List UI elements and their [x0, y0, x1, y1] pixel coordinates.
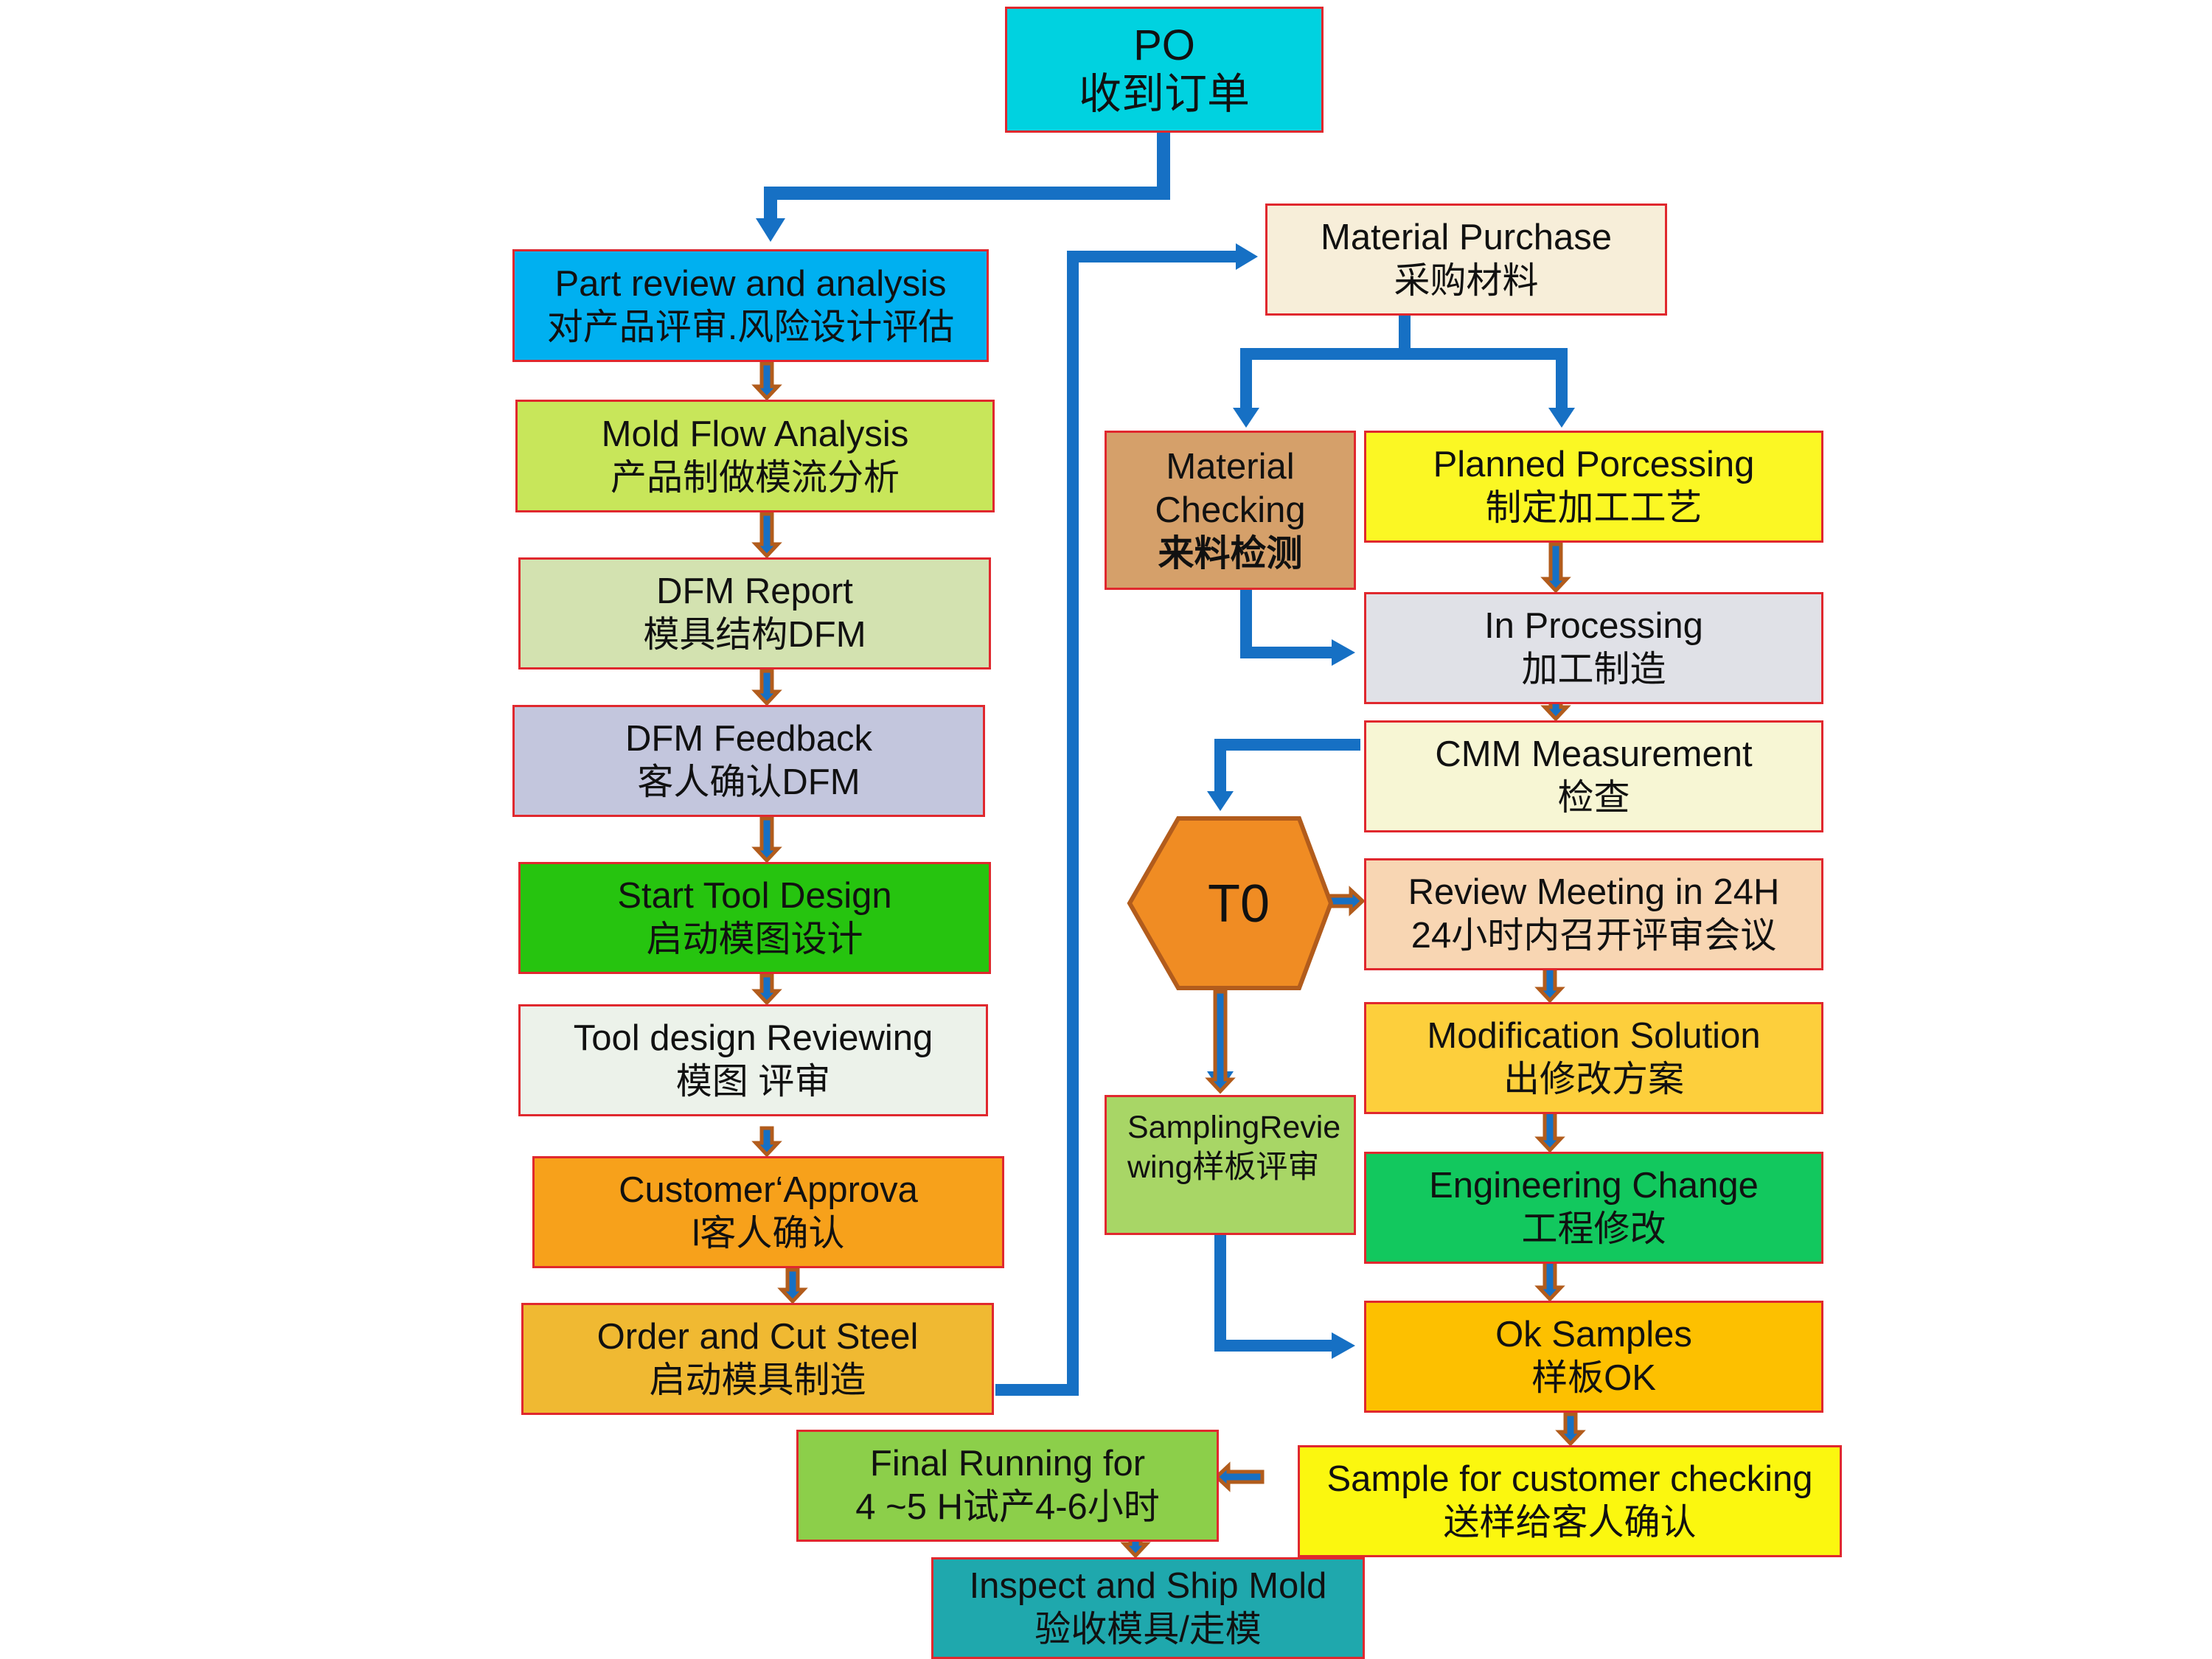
- t0-label: T0: [1207, 874, 1270, 933]
- arrow-sample-customer-to-final-running: [1214, 1461, 1265, 1492]
- node-ok-samples: Ok Samples 样板OK: [1364, 1301, 1823, 1413]
- node-start-tool-design: Start Tool Design 启动模图设计: [518, 862, 991, 974]
- node-dfm-report-label: DFM Report: [656, 571, 853, 611]
- node-planned-processing-sublabel: 制定加工工艺: [1485, 488, 1703, 528]
- node-start-tool-design-label: Start Tool Design: [617, 876, 892, 916]
- connector-steel-to-material-purchase: [995, 243, 1258, 1396]
- node-tool-design-review-label: Tool design Reviewing: [573, 1018, 933, 1058]
- node-final-running: Final Running for 4 ~5 H试产4-6小时: [796, 1430, 1219, 1542]
- node-ok-samples-sublabel: 样板OK: [1531, 1358, 1656, 1398]
- node-material-checking-label: Material: [1166, 446, 1295, 487]
- node-in-processing-sublabel: 加工制造: [1521, 650, 1666, 689]
- node-cmm-label: CMM Measurement: [1435, 734, 1753, 774]
- node-order-cut-steel-sublabel: 启动模具制造: [649, 1360, 866, 1400]
- arrow-planned-to-in-processing: [1540, 542, 1571, 594]
- node-engineering-change: Engineering Change 工程修改: [1364, 1152, 1823, 1264]
- arrow-approval-to-steel: [777, 1267, 808, 1304]
- arrow-review-to-approval: [751, 1126, 782, 1158]
- node-planned-processing: Planned Porcessing 制定加工工艺: [1364, 431, 1823, 543]
- t0-hexagon: [1127, 816, 1334, 990]
- node-order-cut-steel: Order and Cut Steel 启动模具制造: [521, 1303, 994, 1415]
- connector-checking-to-processing: [1240, 586, 1355, 666]
- node-material-checking-sublabel: 来料检测: [1158, 533, 1303, 574]
- arrow-feedback-to-start-tool: [751, 816, 782, 863]
- node-dfm-feedback-sublabel: 客人确认DFM: [637, 762, 860, 802]
- node-mold-flow: Mold Flow Analysis 产品制做模流分析: [515, 400, 995, 512]
- node-engineering-change-sublabel: 工程修改: [1521, 1209, 1666, 1249]
- node-tool-design-review: Tool design Reviewing 模图 评审: [518, 1004, 988, 1116]
- node-inspect-ship-sublabel: 验收模具/走模: [1034, 1610, 1262, 1649]
- node-tool-design-review-sublabel: 模图 评审: [675, 1062, 831, 1102]
- node-po-label: PO: [1133, 21, 1195, 69]
- node-final-running-label: Final Running for: [869, 1444, 1146, 1484]
- node-po: PO 收到订单: [1005, 7, 1324, 133]
- node-cmm-measurement: CMM Measurement 检查: [1364, 720, 1823, 832]
- node-sampling-review-label: SamplingReviewing样板评审: [1127, 1110, 1341, 1185]
- node-part-review: Part review and analysis 对产品评审.风险设计评估: [512, 249, 989, 362]
- node-sample-customer-sublabel: 送样给客人确认: [1443, 1503, 1697, 1543]
- node-cmm-sublabel: 检查: [1557, 778, 1630, 818]
- node-part-review-label: Part review and analysis: [554, 263, 947, 304]
- node-dfm-feedback-label: DFM Feedback: [625, 719, 872, 759]
- node-dfm-report-sublabel: 模具结构DFM: [643, 615, 866, 655]
- node-review-meeting-sublabel: 24小时内召开评审会议: [1411, 916, 1777, 956]
- node-sampling-review: SamplingReviewing样板评审: [1105, 1095, 1356, 1235]
- arrow-ok-to-sample-customer: [1555, 1412, 1586, 1447]
- node-material-purchase-sublabel: 采购材料: [1394, 261, 1539, 301]
- node-in-processing: In Processing 加工制造: [1364, 592, 1823, 704]
- node-in-processing-label: In Processing: [1484, 606, 1703, 646]
- node-customer-approval: Customer‘Approva l客人确认: [532, 1156, 1004, 1268]
- arrow-part-review-to-mold-flow: [751, 361, 782, 401]
- node-mold-flow-label: Mold Flow Analysis: [601, 414, 909, 454]
- node-inspect-ship: Inspect and Ship Mold 验收模具/走模: [931, 1557, 1365, 1659]
- node-modification-solution: Modification Solution 出修改方案: [1364, 1002, 1823, 1114]
- arrow-start-tool-to-review: [751, 973, 782, 1006]
- node-modification-sublabel: 出修改方案: [1503, 1060, 1684, 1099]
- node-sample-customer: Sample for customer checking 送样给客人确认: [1298, 1445, 1842, 1557]
- connector-sampling-to-ok: [1214, 1235, 1355, 1359]
- node-material-purchase: Material Purchase 采购材料: [1265, 204, 1667, 316]
- node-review-meeting-label: Review Meeting in 24H: [1408, 872, 1780, 912]
- node-material-purchase-label: Material Purchase: [1321, 218, 1612, 257]
- node-inspect-ship-label: Inspect and Ship Mold: [969, 1566, 1327, 1606]
- arrow-mold-flow-to-dfm-report: [751, 512, 782, 559]
- arrow-t0-to-sampling-outline: [1205, 990, 1236, 1094]
- node-dfm-report: DFM Report 模具结构DFM: [518, 557, 991, 669]
- node-order-cut-steel-label: Order and Cut Steel: [597, 1317, 919, 1357]
- connector-purchase-split: [1233, 313, 1575, 428]
- node-review-meeting: Review Meeting in 24H 24小时内召开评审会议: [1364, 858, 1823, 970]
- node-mold-flow-sublabel: 产品制做模流分析: [610, 457, 900, 498]
- node-dfm-feedback: DFM Feedback 客人确认DFM: [512, 705, 985, 817]
- node-part-review-sublabel: 对产品评审.风险设计评估: [546, 307, 955, 347]
- short-down-arrows: [751, 361, 1586, 1559]
- node-sample-customer-label: Sample for customer checking: [1326, 1459, 1813, 1499]
- node-customer-approval-label: Customer‘Approva: [619, 1170, 918, 1210]
- connector-cmm-to-t0: [1207, 739, 1360, 811]
- connector-po-to-part-review: [756, 133, 1170, 242]
- node-start-tool-design-sublabel: 启动模图设计: [646, 919, 863, 959]
- node-po-sublabel: 收到订单: [1078, 69, 1250, 118]
- node-material-checking-label-line2: Checking: [1155, 490, 1306, 530]
- node-material-checking: Material Checking 来料检测: [1105, 431, 1356, 590]
- node-customer-approval-sublabel: l客人确认: [692, 1214, 845, 1253]
- node-final-running-sublabel: 4 ~5 H试产4-6小时: [855, 1487, 1160, 1527]
- arrow-dfm-report-to-feedback: [751, 669, 782, 706]
- node-planned-processing-label: Planned Porcessing: [1433, 445, 1755, 484]
- node-ok-samples-label: Ok Samples: [1495, 1315, 1692, 1354]
- node-modification-label: Modification Solution: [1427, 1016, 1761, 1056]
- node-engineering-change-label: Engineering Change: [1429, 1166, 1759, 1206]
